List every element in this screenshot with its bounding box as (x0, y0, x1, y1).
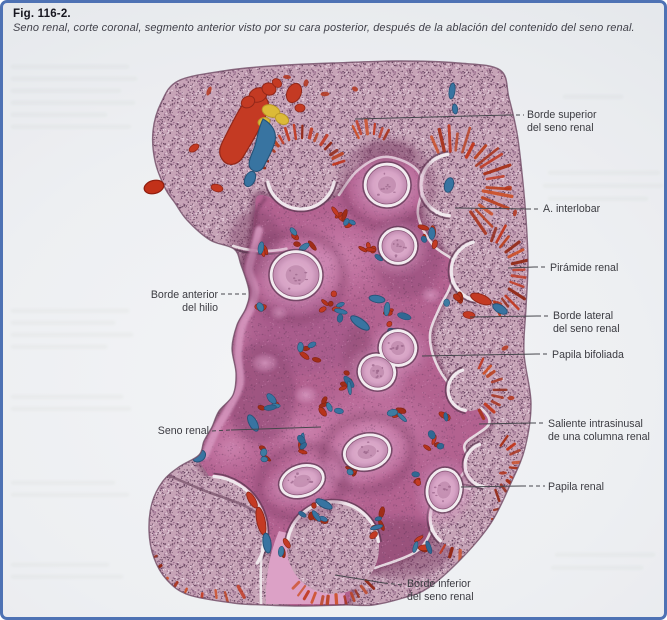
label-borde-inferior-line1: Borde inferior (407, 578, 471, 590)
label-borde-anterior-hilio-line2: del hilio (182, 302, 218, 314)
label-a-interlobar: A. interlobar (543, 203, 601, 215)
label-borde-superior-line2: del seno renal (527, 122, 594, 134)
pyramid-fans (148, 118, 531, 606)
renal-papillae (268, 161, 464, 514)
papilla-speckles (287, 172, 451, 503)
illustration-layers (3, 3, 664, 617)
label-borde-lateral-line1: Borde lateral (553, 310, 613, 322)
figure-caption: Seno renal, corte coronal, segmento ante… (13, 22, 635, 34)
leader-line-seno-renal (230, 426, 322, 431)
figure-number: Fig. 116-2. (13, 8, 71, 20)
organ-outline (3, 3, 664, 617)
leader-dashes-seno-renal (211, 429, 232, 432)
label-papila-renal: Papila renal (548, 481, 604, 493)
label-seno-renal: Seno renal (158, 425, 209, 437)
label-saliente-intrasinusal-line1: Saliente intrasinusal (548, 418, 643, 430)
leader-dashes-borde-inferior (383, 582, 404, 586)
leader-line-piramide-renal (507, 266, 535, 269)
label-papila-bifoliada: Papila bifoliada (552, 349, 624, 361)
label-leader-lines (211, 114, 550, 586)
leader-line-saliente-intrasinusal (478, 422, 533, 425)
label-piramide-renal: Pirámide renal (550, 262, 618, 274)
leader-line-a-interlobar (454, 207, 528, 210)
calyx-lobes (152, 141, 511, 594)
sinus-vessel-dots (206, 74, 517, 559)
label-borde-lateral-line2: del seno renal (553, 323, 620, 335)
leader-line-borde-inferior (334, 574, 385, 584)
label-borde-anterior-hilio-line1: Borde anterior (151, 289, 219, 301)
label-borde-superior-line1: Borde superior (527, 109, 597, 121)
label-borde-inferior-line2: del seno renal (407, 591, 474, 603)
hilar-vessels (188, 78, 508, 554)
leader-line-papila-renal (460, 485, 523, 488)
leader-line-papila-bifoliada (421, 353, 537, 357)
leader-line-borde-superior (354, 114, 510, 120)
figure-header: Fig. 116-2. Seno renal, corte coronal, s… (13, 8, 664, 34)
label-saliente-intrasinusal-line2: de una columna renal (548, 431, 650, 443)
scan-bleedthrough (11, 65, 663, 579)
leader-line-borde-lateral (469, 315, 538, 318)
